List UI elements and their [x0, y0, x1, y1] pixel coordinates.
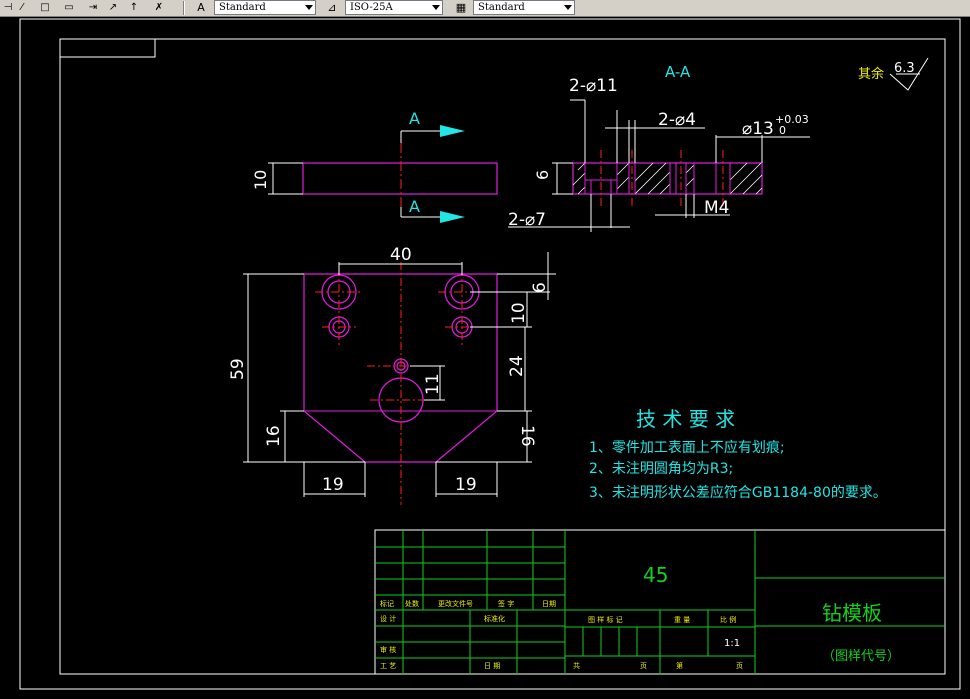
dim-aligned-icon[interactable]: ⁄: [21, 2, 23, 13]
tech-line-1: 1、零件加工表面上不应有划痕;: [589, 439, 785, 456]
dim-bottom-left-19: 19: [322, 475, 344, 495]
tb-stage-mark: 图 样 标 记: [588, 615, 623, 624]
side-view: 10: [251, 143, 498, 207]
toolbar: ⊣ ⁄ □ ▭ ⇥ ↗ ↑ ✗ A Standard ⊿ ISO-25A ▦ S…: [0, 0, 970, 17]
dim-top-width: 40: [390, 245, 412, 265]
tb-design: 设 计: [380, 614, 396, 623]
dim-side-thickness: 10: [251, 170, 270, 190]
tb-standard: 标准化: [484, 614, 505, 623]
tb-row-sign: 签 字: [498, 599, 514, 608]
dim-sec-hole-7: 2-⌀7: [508, 210, 546, 230]
tb-row-mark: 标记: [380, 599, 394, 608]
tolerance-icon[interactable]: ↑: [129, 2, 139, 13]
table-style-icon[interactable]: ▦: [455, 1, 467, 14]
tb-weight: 重 量: [674, 616, 690, 624]
cut-letter-bottom: A: [409, 197, 420, 216]
dim-update-icon[interactable]: ✗: [154, 2, 164, 13]
section-view: A-A: [508, 63, 810, 232]
tb-row-count: 处数: [405, 599, 419, 608]
tb-scale: 1:1: [724, 638, 740, 649]
drawing-frame: [19, 18, 961, 690]
tech-line-2: 2、未注明圆角均为R3;: [589, 461, 733, 477]
table-style-value: Standard: [478, 2, 525, 13]
tb-process: 工 艺: [380, 662, 396, 670]
tb-review: 审 核: [380, 645, 396, 654]
tech-title: 技 术 要 求: [636, 407, 735, 431]
tech-line-3: 3、未注明形状公差应符合GB1184-80的要求。: [589, 484, 887, 501]
roughness-symbol: 其余 6.3: [858, 57, 929, 91]
dim-continue-icon[interactable]: ⇥: [88, 2, 98, 13]
chevron-down-icon[interactable]: [305, 5, 313, 10]
tb-row-doc: 更改文件号: [438, 599, 473, 608]
dim-sec-tol-minus: 0: [779, 124, 786, 137]
dim-edge-6: 6: [530, 282, 550, 293]
dim-sec-hole-4: 2-⌀4: [658, 110, 696, 130]
dim-bottom-right-19: 19: [455, 475, 477, 495]
tb-drawing-code: （图样代号）: [822, 649, 900, 664]
dim-linear-icon[interactable]: ⊣: [3, 2, 13, 13]
table-style-select[interactable]: Standard: [473, 0, 575, 15]
toolbar-separator: [183, 1, 185, 15]
tb-date2: 日 期: [484, 662, 500, 670]
dim-left-16: 16: [264, 425, 284, 447]
section-label: A-A: [665, 63, 691, 81]
dim-height-total: 59: [228, 358, 248, 380]
tb-part-name: 钻模板: [822, 601, 882, 625]
text-style-value: Standard: [219, 2, 266, 13]
tb-page1: 页: [640, 662, 647, 670]
dim-sec-hole-11: 2-⌀11: [569, 76, 618, 96]
new-doc-icon[interactable]: □: [40, 2, 50, 13]
tb-row-date: 日期: [542, 600, 556, 608]
title-block: 45 钻模板 （图样代号） 1:1 标记 处数 更改文件号 签 字 日期 设 计…: [374, 529, 946, 675]
tb-ratio: 比 例: [720, 615, 736, 624]
dim-style-icon[interactable]: ⊿: [327, 1, 337, 14]
drawing-canvas[interactable]: A A 10 A-A: [0, 16, 970, 699]
section-cut-marks: A A: [400, 109, 465, 223]
dim-sec-tol-plus: +0.03: [775, 113, 809, 126]
text-style-icon[interactable]: A: [197, 1, 205, 14]
cut-letter-top: A: [409, 109, 420, 128]
block-icon[interactable]: ▭: [64, 2, 74, 13]
tb-total: 共: [573, 661, 580, 670]
leader-icon[interactable]: ↗: [108, 2, 118, 13]
dim-style-select[interactable]: ISO-25A: [345, 0, 443, 15]
roughness-value: 6.3: [894, 61, 915, 76]
tb-material: 45: [643, 563, 668, 587]
dim-sec-thick-6: 6: [533, 170, 552, 180]
chevron-down-icon[interactable]: [432, 5, 440, 10]
dim-spacing-11: 11: [423, 373, 443, 395]
text-style-select[interactable]: Standard: [214, 0, 316, 15]
front-view: 40 59 16 6 10 24 11 16 19 19: [228, 245, 556, 505]
dim-sec-thread: M4: [704, 198, 729, 218]
dim-style-value: ISO-25A: [350, 2, 393, 13]
chevron-down-icon[interactable]: [564, 5, 572, 10]
dim-right-16: 16: [517, 425, 537, 447]
dim-spacing-24: 24: [507, 355, 527, 377]
tb-page2: 页: [736, 662, 743, 670]
tb-page-no: 第: [676, 661, 683, 670]
dim-spacing-10: 10: [509, 302, 529, 324]
roughness-label: 其余: [858, 66, 884, 82]
tech-requirements: 技 术 要 求 1、零件加工表面上不应有划痕; 2、未注明圆角均为R3; 3、未…: [589, 407, 887, 501]
dim-sec-hole-13: ⌀13: [742, 119, 774, 139]
